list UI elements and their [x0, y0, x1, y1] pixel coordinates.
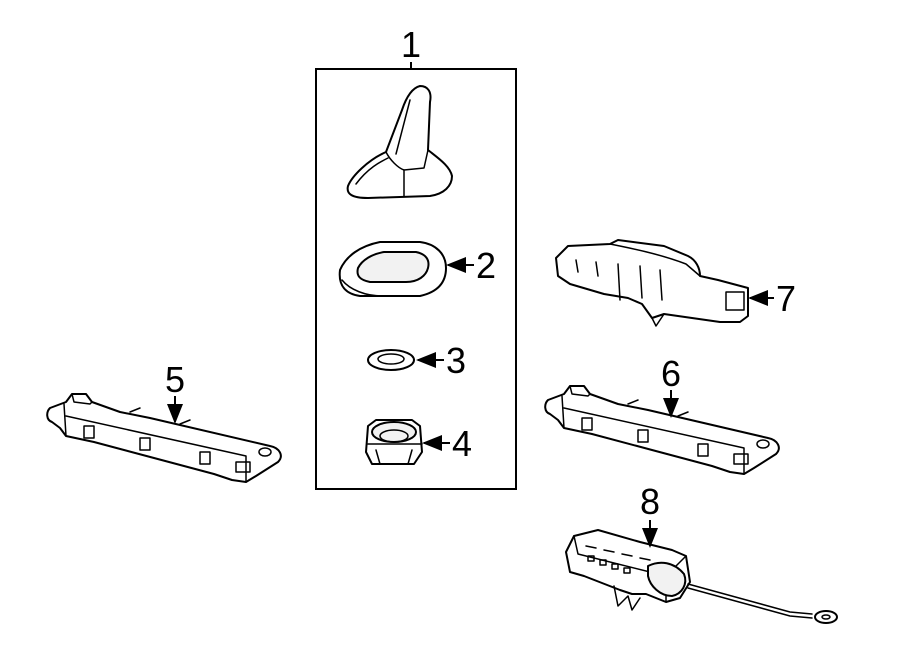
- callout-3: 3: [446, 340, 466, 381]
- module-with-lead-part: [565, 529, 838, 624]
- washer-part: [367, 349, 415, 371]
- connector-module-part: [555, 239, 749, 327]
- gasket-part: [338, 241, 447, 297]
- amplifier-module-left-part: [46, 393, 282, 483]
- callout-4: 4: [452, 423, 472, 464]
- callout-2: 2: [476, 245, 496, 286]
- antenna-cover-part: [346, 85, 453, 199]
- callout-8: 8: [640, 481, 660, 522]
- callout-1: 1: [401, 24, 421, 65]
- callout-6: 6: [661, 353, 681, 394]
- callout-5: 5: [165, 359, 185, 400]
- callout-7: 7: [776, 278, 796, 319]
- assembly-group-box: [315, 68, 517, 490]
- amplifier-module-right-part: [544, 385, 780, 475]
- nut-part: [365, 419, 423, 465]
